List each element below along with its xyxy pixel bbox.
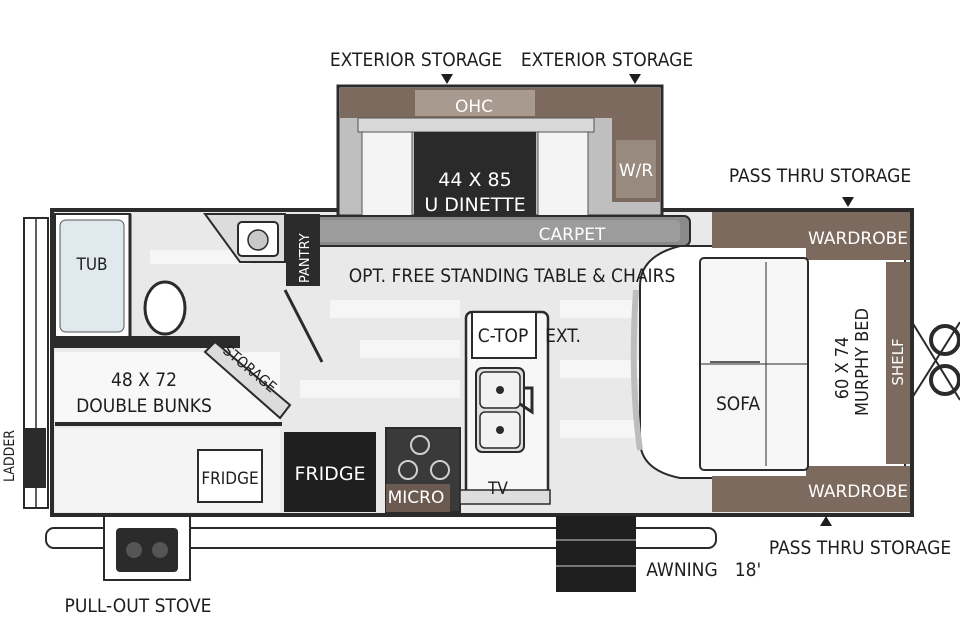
tv-stand (459, 489, 551, 505)
outdoor-fridge-label: FRIDGE (201, 469, 258, 489)
table-chairs-label: OPT. FREE STANDING TABLE & CHAIRS (349, 265, 676, 287)
wardrobe-top (806, 212, 910, 260)
pantry-label: PANTRY (298, 233, 313, 283)
dinette-cushion-right (537, 127, 589, 227)
murphy-size-label: 60 X 74 (832, 337, 853, 400)
fridge (284, 432, 376, 512)
ohc-label: OHC (455, 97, 493, 117)
microwave (386, 484, 450, 512)
ladder-label: LADDER (2, 430, 18, 482)
pullout-stove-label: PULL-OUT STOVE (65, 595, 212, 617)
wardrobe-bottom-label: WARDROBE (808, 482, 908, 502)
wr-label: W/R (619, 161, 654, 181)
arrow-down-icon (629, 74, 641, 84)
ctop-label: C-TOP (478, 325, 529, 347)
outdoor-fridge (197, 449, 263, 503)
faucet-icon (519, 386, 534, 415)
arrow-down-icon (441, 74, 453, 84)
bunks-size-label: 48 X 72 (111, 369, 177, 391)
tub-label: TUB (75, 255, 107, 275)
pantry (286, 214, 320, 286)
tv-label: TV (487, 479, 508, 499)
bath-door (283, 289, 324, 363)
dinette-cushion-left (361, 127, 413, 227)
awning-label: AWNING (646, 559, 717, 581)
arrow-up-icon (820, 516, 832, 526)
awning-length-label: 18' (735, 559, 761, 581)
burner-icon (398, 435, 450, 480)
dinette-size-label: 44 X 85 (438, 169, 511, 191)
micro-label: MICRO (388, 488, 445, 508)
pass-thru-storage-bottom-label: PASS THRU STORAGE (769, 537, 951, 559)
wardrobe-bottom (806, 466, 910, 512)
shelf-label: SHELF (889, 338, 907, 385)
floor-planks (150, 250, 640, 438)
sofa-label: SOFA (716, 393, 760, 415)
dinette-name-label: U DINETTE (424, 194, 525, 216)
awning-rail (45, 527, 717, 549)
cooktop (471, 311, 537, 359)
pass-thru-storage-top-label: PASS THRU STORAGE (729, 165, 911, 187)
bunks-name-label: DOUBLE BUNKS (76, 395, 212, 417)
pass-thru-cabinet-top (712, 212, 806, 248)
dinette-table (414, 132, 536, 233)
exterior-storage-left-label: EXTERIOR STORAGE (330, 49, 502, 71)
shelf (886, 262, 910, 464)
toilet (143, 280, 187, 336)
ext-label: EXT. (545, 325, 581, 347)
carpet-label: CARPET (539, 225, 606, 245)
arrow-down-icon (842, 197, 854, 207)
wardrobe-top-label: WARDROBE (808, 229, 908, 249)
fridge-label: FRIDGE (294, 463, 365, 485)
pass-thru-cabinet-bottom (712, 476, 806, 512)
murphy-name-label: MURPHY BED (852, 308, 873, 416)
entry-steps (556, 516, 636, 592)
double-bunks (55, 352, 280, 422)
exterior-storage-right-label: EXTERIOR STORAGE (521, 49, 693, 71)
